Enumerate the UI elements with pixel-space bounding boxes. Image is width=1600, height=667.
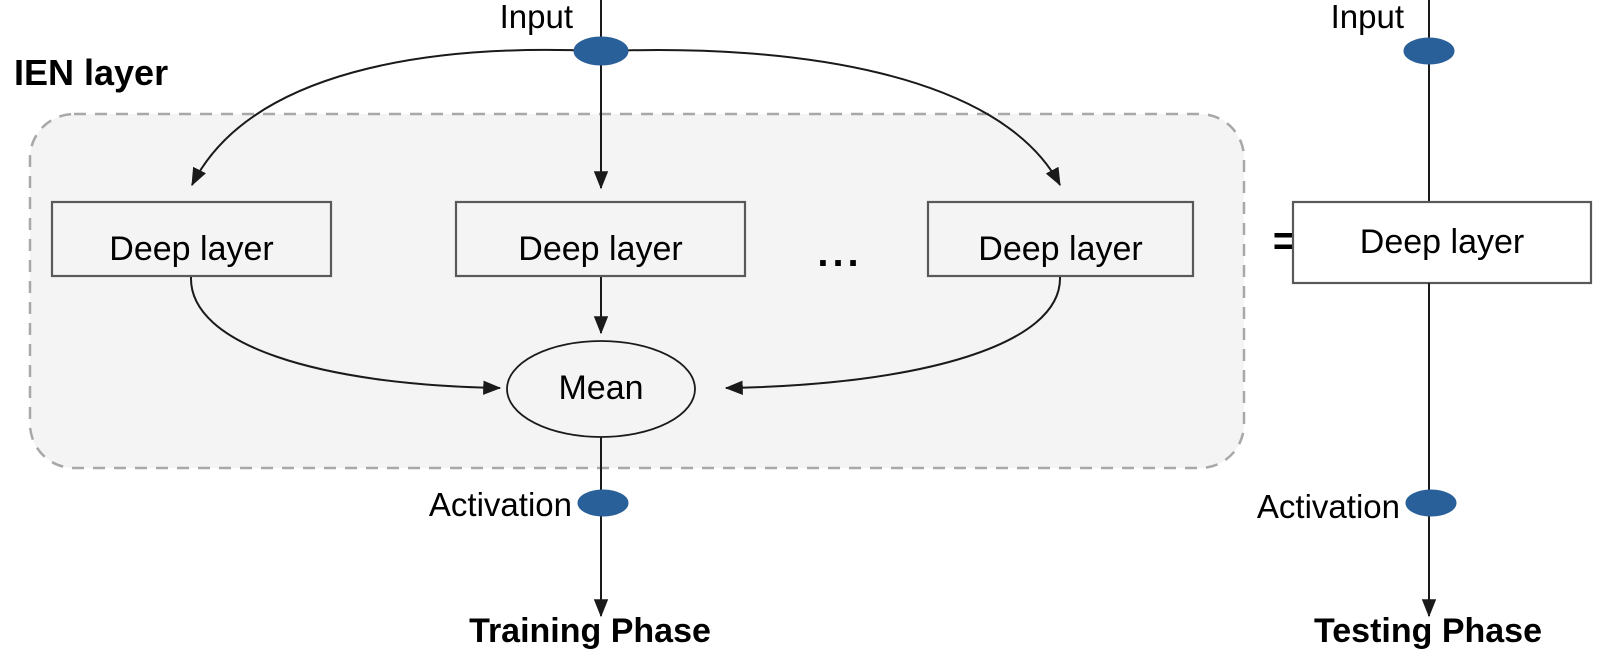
edge-deep-layer-3-to-mean xyxy=(724,276,1062,395)
testing-deep-layer-box-label: Deep layer xyxy=(1360,223,1524,261)
testing-deep-layer-box[interactable]: Deep layer xyxy=(1291,200,1593,285)
mean-node[interactable]: Mean xyxy=(506,340,696,438)
testing-phase-label: Testing Phase xyxy=(1314,612,1542,650)
edge-deep-layer-1-to-mean xyxy=(189,276,502,395)
deep-layer-box-2-label: Deep layer xyxy=(518,230,682,268)
testing-activation-label: Activation xyxy=(1257,488,1400,525)
training-input-label: Input xyxy=(500,0,573,35)
testing-input-node xyxy=(1403,37,1455,65)
deep-layer-box-2[interactable]: Deep layer xyxy=(454,200,747,278)
deep-layer-box-1[interactable]: Deep layer xyxy=(50,200,333,278)
deep-layer-box-3[interactable]: Deep layer xyxy=(926,200,1195,278)
training-activation-label: Activation xyxy=(429,486,572,523)
training-input-node xyxy=(573,36,629,66)
mean-node-label: Mean xyxy=(558,369,643,407)
page-title: IEN layer xyxy=(14,52,168,93)
ellipsis-label: ... xyxy=(817,231,862,275)
deep-layer-box-1-label: Deep layer xyxy=(109,230,273,268)
training-activation-node xyxy=(577,489,629,517)
edge-input-to-deep-layer-1 xyxy=(191,48,597,187)
edge-input-to-deep-layer-3 xyxy=(605,49,1061,187)
testing-activation-node xyxy=(1405,489,1457,517)
testing-input-label: Input xyxy=(1331,0,1404,35)
training-phase-label: Training Phase xyxy=(469,612,711,650)
deep-layer-box-3-label: Deep layer xyxy=(978,230,1142,268)
